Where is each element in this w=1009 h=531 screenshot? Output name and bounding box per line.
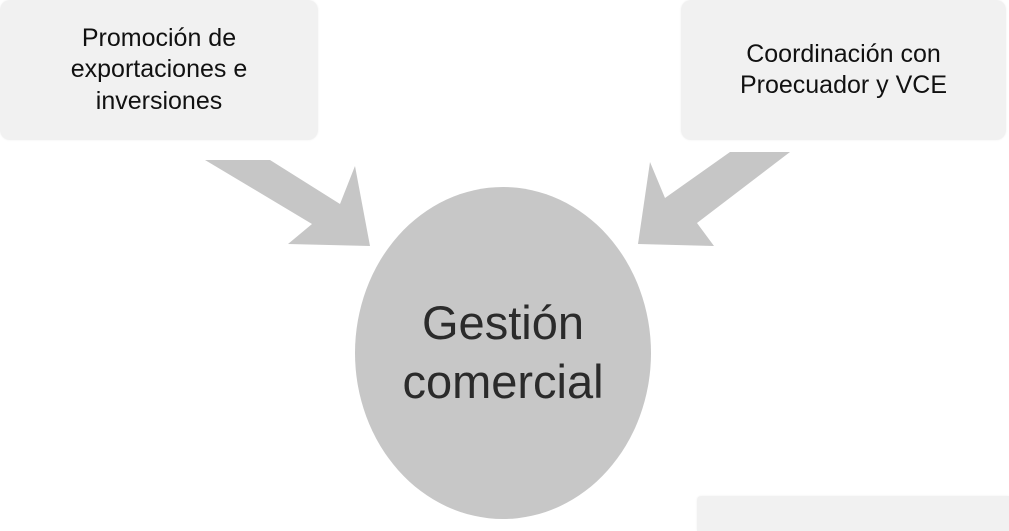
input-node-right: Coordinación con Proecuador y VCE (681, 0, 1006, 140)
input-node-left-label: Promoción de exportaciones e inversiones (70, 24, 248, 115)
arrow-right-to-center (638, 152, 790, 246)
input-node-right-label: Coordinación con Proecuador y VCE (739, 39, 948, 99)
center-node: Gestión comercial (355, 187, 651, 519)
input-node-left: Promoción de exportaciones e inversiones (0, 0, 318, 140)
center-node-label: Gestión comercial (402, 296, 604, 408)
empty-node-bottom (697, 496, 1009, 531)
arrow-left-to-center (205, 160, 370, 246)
